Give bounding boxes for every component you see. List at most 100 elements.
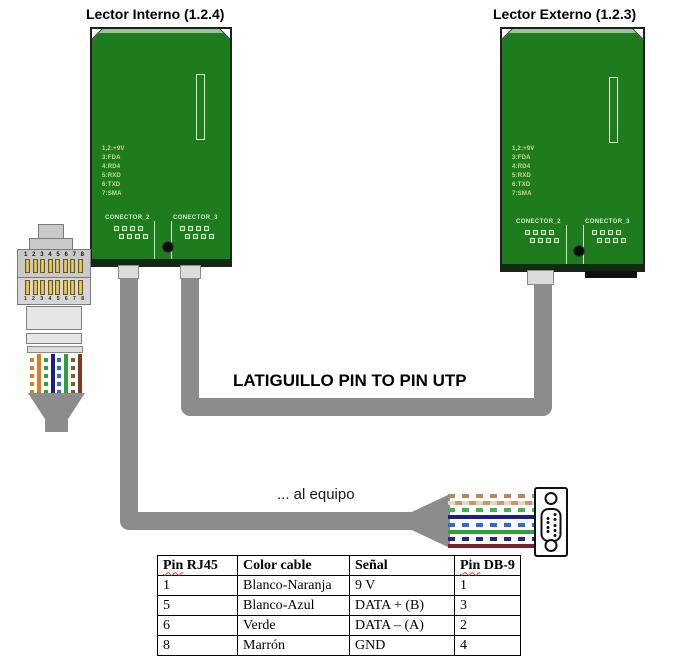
connector-pad	[608, 230, 613, 235]
table-header: Pin RJ45	[157, 555, 238, 576]
connector-pad	[185, 234, 190, 239]
utp-wire	[448, 494, 534, 498]
gold-pin	[55, 280, 61, 295]
mounting-hole	[162, 241, 174, 253]
pin-number: 7	[73, 296, 76, 302]
connector-pad	[209, 234, 214, 239]
utp-wire	[43, 354, 48, 394]
pin-number: 3	[40, 296, 44, 302]
connector2-label: CONECTOR_2	[105, 215, 150, 221]
board-pin-label-line: 1,2:+9V	[512, 146, 535, 152]
connector-pad	[621, 238, 626, 243]
table-header: Color cable	[237, 555, 350, 576]
gold-pin	[32, 259, 38, 273]
connector3-pads	[180, 226, 214, 239]
gold-pin	[40, 259, 46, 273]
connector-pad	[180, 226, 185, 231]
connector-pad	[138, 226, 143, 231]
utp-wire	[448, 536, 534, 541]
pin-number: 4	[48, 252, 52, 258]
connector-pad	[549, 230, 554, 235]
gold-pin	[70, 280, 76, 295]
utp-wire	[77, 354, 82, 394]
board-pin-label-line: 6:TXD	[102, 182, 121, 188]
db9-pin	[546, 525, 549, 529]
table-cell: 6	[157, 615, 238, 636]
board-bottom-edge	[92, 259, 230, 265]
pin-number: 5	[56, 252, 60, 258]
table-cell: 4	[454, 635, 521, 656]
connector-pad	[193, 234, 198, 239]
equipment-cable-segment	[129, 512, 415, 530]
gold-pin	[77, 259, 83, 273]
gold-pin	[47, 259, 53, 273]
table-cell: 8	[157, 635, 238, 656]
equipment-cable-segment	[120, 276, 138, 520]
pin-number: 6	[64, 252, 68, 258]
rj45-housing-end	[27, 346, 83, 353]
board-corner	[502, 29, 514, 41]
utp-wire	[448, 515, 534, 520]
gold-pin	[62, 280, 68, 295]
left-reader-title: Lector Interno (1.2.4)	[86, 6, 225, 22]
connector-pad	[130, 226, 135, 231]
rj45-clip	[38, 224, 64, 239]
board-pin-label-line: 6:TXD	[512, 182, 531, 188]
db9-pin-column	[546, 510, 549, 540]
rj45-housing-window	[26, 306, 82, 330]
mounting-hole	[573, 245, 585, 257]
db9-pin	[553, 513, 556, 516]
pin-number: 5	[56, 296, 60, 302]
connector-pad	[533, 230, 538, 235]
board-corner	[631, 29, 643, 41]
gold-pin	[62, 259, 68, 273]
connector-pad	[605, 238, 610, 243]
pin-number: 3	[40, 252, 44, 258]
connector-pad	[554, 238, 559, 243]
gold-pin	[40, 280, 46, 295]
connector-pad	[530, 238, 535, 243]
pin-number: 7	[72, 252, 76, 258]
connector-pad	[546, 238, 551, 243]
board-pin-label-line: 7:SMA	[102, 191, 122, 197]
connector-pad	[114, 226, 119, 231]
cable-label: LATIGUILLO PIN TO PIN UTP	[233, 371, 467, 390]
rj45-cable-stub	[45, 420, 68, 432]
board-pin-label-line: 5:RXD	[102, 173, 122, 179]
connector-pad	[135, 234, 140, 239]
pin-number: 1	[24, 296, 27, 302]
connector2-pads	[525, 230, 559, 243]
db9-pin-column	[553, 510, 556, 540]
pin-number: 2	[32, 296, 35, 302]
rj45-gold-pins	[25, 280, 83, 295]
silkscreen-line	[154, 221, 155, 265]
connector-pad	[119, 234, 124, 239]
pin-number: 4	[48, 296, 52, 302]
board-slot	[609, 77, 618, 143]
utp-cable-segment	[181, 276, 199, 406]
connector3-pads	[592, 230, 626, 243]
connector-pad	[127, 234, 132, 239]
db9-pin	[546, 517, 549, 520]
table-cell: 9 V	[349, 575, 455, 596]
table-header: Pin DB-9	[454, 555, 521, 576]
board-slot	[196, 74, 205, 140]
connector3-label: CONECTOR_3	[585, 219, 630, 225]
gold-pin	[47, 280, 53, 295]
silkscreen-line	[566, 225, 567, 270]
connector3-label: CONECTOR_3	[173, 215, 218, 221]
connector-pad	[538, 238, 543, 243]
board-pin-label-line: 3:FDA	[102, 155, 121, 161]
utp-wire	[448, 543, 534, 548]
spellcheck-word: Pin	[163, 557, 184, 573]
cable-fanout	[412, 494, 450, 548]
